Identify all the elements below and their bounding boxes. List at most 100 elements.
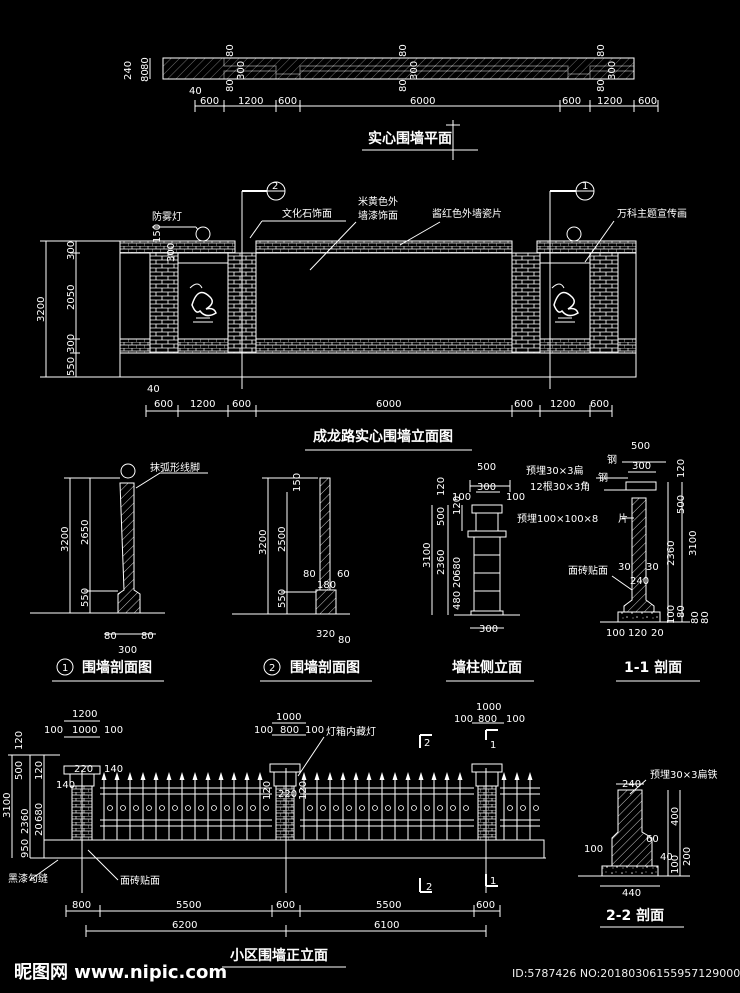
fence-ornament: [146, 805, 152, 811]
label-anti-fog-lamp: 防雾灯: [152, 210, 182, 223]
plan-dim-left: 80: [140, 57, 151, 70]
svg-text:1200: 1200: [190, 399, 215, 410]
section1-label: 抹弧形线脚: [150, 461, 200, 474]
fence-picket-tip: [101, 772, 107, 780]
s11-dim: 240: [630, 576, 649, 587]
fence-dim: 2360: [20, 809, 31, 834]
fence-label-lamp-box: 灯箱内藏灯: [326, 725, 376, 738]
s11-label: 面砖贴面: [568, 564, 608, 577]
s22-dim: 240: [622, 779, 641, 790]
fence-dim: 20: [34, 823, 45, 836]
plan-dim-side: 80: [398, 44, 409, 57]
fence-picket-tip: [366, 772, 372, 780]
plan-dim-side: 80: [225, 44, 236, 57]
svg-text:6000: 6000: [410, 96, 435, 107]
fence-ornament: [411, 805, 417, 811]
fence-ornament: [359, 805, 365, 811]
fence-ornament: [185, 805, 191, 811]
svg-text:600: 600: [638, 96, 657, 107]
fence-ornament: [133, 805, 139, 811]
fence-dim: 1000: [72, 725, 97, 736]
s22-dim: 100: [584, 844, 603, 855]
fence-elevation: 1200 1000 100 100 1000 800 100 100 灯箱内藏灯…: [2, 702, 546, 968]
fence-dim: 3100: [2, 793, 13, 818]
fence-ornament: [507, 805, 513, 811]
pillar-dim: 100: [452, 492, 471, 503]
fence-dim: 500: [14, 761, 25, 780]
fence-dim: 1000: [276, 712, 301, 723]
fence-dim: 950: [20, 839, 31, 858]
fence-dim: 680: [34, 803, 45, 822]
fence-dim: 100: [44, 725, 63, 736]
fence-section-mark: 2: [424, 738, 430, 749]
elev-dim: 3200: [36, 297, 47, 322]
section2-dim: 180: [317, 580, 336, 591]
section1-dim: 80: [104, 631, 117, 642]
fence-ornament: [520, 805, 526, 811]
fence-picket-tip: [444, 772, 450, 780]
fence-ornament: [198, 805, 204, 811]
section1-dim: 2650: [80, 520, 91, 545]
label-red-tile: 酱红色外墙瓷片: [432, 207, 502, 220]
s22-dim: 40: [660, 852, 673, 863]
vanke-logo-icon: [551, 283, 579, 323]
fence-dim: 120: [262, 781, 273, 800]
pillar-dim: 3100: [422, 543, 433, 568]
elevation-title: 成龙路实心围墙立面图: [313, 428, 453, 445]
section2-dim: 150: [292, 473, 303, 492]
fence-dim: 6200: [172, 920, 197, 931]
s11-dim: 3100: [688, 531, 699, 556]
svg-text:1200: 1200: [550, 399, 575, 410]
s11-dim: 500: [631, 441, 650, 452]
fence-ornament: [159, 805, 165, 811]
fence-dim: 220: [74, 764, 93, 775]
fence-label-tile-face: 面砖贴面: [120, 874, 160, 887]
svg-text:1200: 1200: [238, 96, 263, 107]
s11-dim: 500: [676, 495, 687, 514]
elev-dim: 300: [66, 241, 77, 260]
fence-dim: 140: [56, 780, 75, 791]
elev-dim: 300: [166, 243, 177, 262]
elev-dim: 550: [66, 357, 77, 376]
fence-picket-tip: [114, 772, 120, 780]
fence-dim: 1200: [72, 709, 97, 720]
fence-picket-tip: [418, 772, 424, 780]
pillar-dim: 500: [477, 462, 496, 473]
fence-label-black-joint: 黑漆勾缝: [8, 872, 48, 885]
fence-dim: 120: [34, 761, 45, 780]
s11-dim: 100: [606, 628, 625, 639]
fence-picket-tip: [166, 772, 172, 780]
plan-dim-left: 80: [140, 69, 151, 82]
fence-picket-tip: [257, 772, 263, 780]
plan-dim-side: 300: [607, 61, 618, 80]
pillar-dim: 120: [436, 477, 447, 496]
section2-num: 2: [269, 663, 275, 674]
plan-dim-side: 80: [596, 44, 607, 57]
section1-dim: 3200: [60, 527, 71, 552]
fence-picket-tip: [205, 772, 211, 780]
pillar-dim: 120: [452, 496, 463, 515]
s11-dim: 300: [632, 461, 651, 472]
plan-dim-side: 300: [236, 61, 247, 80]
section2-title: 围墙剖面图: [290, 659, 360, 676]
section1-title: 围墙剖面图: [82, 659, 152, 676]
section1-num: 1: [62, 663, 68, 674]
pillar-dim: 500: [436, 507, 447, 526]
vanke-logo-icon: [189, 283, 217, 323]
plan-dim-side: 80: [596, 79, 607, 92]
fence-dim: 100: [454, 714, 473, 725]
svg-text:1200: 1200: [597, 96, 622, 107]
s11-dim: 30: [618, 562, 631, 573]
fence-dim: 100: [104, 725, 123, 736]
label-beige-paint-2: 墙漆饰面: [358, 209, 398, 222]
fence-ornament: [372, 805, 378, 811]
section2-dim: 60: [337, 569, 350, 580]
s22-dim: 400: [670, 807, 681, 826]
fence-ornament: [120, 805, 126, 811]
fence-picket-tip: [392, 772, 398, 780]
elev-dim: 300: [66, 334, 77, 353]
elev-offset: 40: [147, 384, 160, 395]
fence-dim: 100: [506, 714, 525, 725]
section11-title: 1-1 剖面: [624, 659, 682, 676]
s11-dim: 20: [651, 628, 664, 639]
